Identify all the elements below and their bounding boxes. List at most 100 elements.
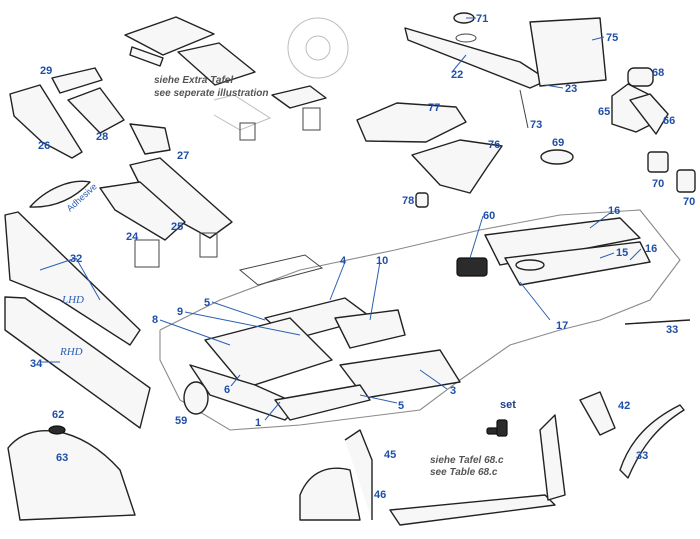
callout-32: 32 <box>70 253 82 265</box>
mat-edge <box>129 46 164 67</box>
callout-33b: 33 <box>636 450 648 462</box>
panel-75 <box>529 17 607 87</box>
wheelhouse-62 <box>7 430 136 521</box>
body-outline <box>159 209 681 431</box>
callout-68: 68 <box>652 67 664 79</box>
trim-33b <box>619 404 685 479</box>
callout-16b: 16 <box>645 243 657 255</box>
callout-65: 65 <box>598 106 610 118</box>
pad-27 <box>129 123 171 155</box>
parcel-shelf-22 <box>404 27 549 89</box>
note-table-en: see Table 68.c <box>430 467 498 478</box>
callout-25: 25 <box>171 221 183 233</box>
callout-15: 15 <box>616 247 628 259</box>
plug-63 <box>48 425 66 435</box>
pad-28 <box>67 87 125 134</box>
callout-27: 27 <box>177 150 189 162</box>
callout-60: 60 <box>483 210 495 222</box>
seal-70b <box>676 169 696 193</box>
seal-70a <box>647 151 669 173</box>
footrest-pad <box>271 85 327 109</box>
center-cover-10 <box>334 309 406 349</box>
callout-3: 3 <box>450 385 456 397</box>
callout-8: 8 <box>152 314 158 326</box>
callout-63: 63 <box>56 452 68 464</box>
callout-45: 45 <box>384 449 396 461</box>
sill-strip <box>389 494 556 526</box>
firewall-rhd-34 <box>4 296 151 429</box>
callout-59: 59 <box>175 415 187 427</box>
callout-24: 24 <box>126 231 139 243</box>
pedal-icon-2 <box>134 239 160 268</box>
mat-lower <box>177 42 256 86</box>
callout-23: 23 <box>565 83 577 95</box>
mat-77 <box>356 102 467 143</box>
car-body-group <box>159 209 691 431</box>
firewall-lhd-32 <box>4 211 141 346</box>
sill-pad-5 <box>274 384 371 421</box>
callout-69: 69 <box>552 137 564 149</box>
callout-42: 42 <box>618 400 630 412</box>
leader-lines <box>39 17 642 421</box>
pad-24 <box>99 181 186 241</box>
note-table-de: siehe Tafel 68.c <box>430 455 504 466</box>
callout-10: 10 <box>376 255 388 267</box>
callout-6: 6 <box>224 384 230 396</box>
rear-parts-group <box>356 12 696 208</box>
callout-28: 28 <box>96 131 108 143</box>
door-seals-group: set siehe Tafel 68.c see Table 68.c <box>299 391 685 526</box>
floor-plug <box>515 259 545 271</box>
tunnel-mat-16 <box>484 217 641 266</box>
front-mats-group: siehe Extra Tafel see seperate illustrat… <box>124 16 349 141</box>
cap-69 <box>540 149 574 165</box>
shifter-icon <box>239 122 256 141</box>
callout-46: 46 <box>374 489 386 501</box>
seal-42 <box>579 391 616 436</box>
callout-76: 76 <box>488 139 500 151</box>
shifter-icon-2 <box>199 232 218 258</box>
seal-45 <box>344 429 373 520</box>
clip-73 <box>519 89 529 129</box>
lhd-label: LHD <box>61 294 84 306</box>
grommet-59 <box>183 381 209 415</box>
mat-ghost <box>213 94 272 131</box>
callout-5a: 5 <box>204 297 210 309</box>
callout-73: 73 <box>530 119 542 131</box>
button-78 <box>415 192 429 208</box>
callout-66: 66 <box>663 115 675 127</box>
callout-numbers: 71 75 22 23 68 65 66 73 77 76 69 70 70 7… <box>30 13 695 501</box>
callout-70b: 70 <box>683 196 695 208</box>
door-seal-46 <box>299 467 361 521</box>
mat-76 <box>411 139 503 194</box>
battery-60 <box>456 257 488 277</box>
callout-78: 78 <box>402 195 414 207</box>
callout-17: 17 <box>556 320 568 332</box>
callout-1: 1 <box>255 417 261 429</box>
callout-33a: 33 <box>666 324 678 336</box>
rhd-label: RHD <box>59 346 83 358</box>
floor-mat-front <box>204 317 333 389</box>
callout-16a: 16 <box>608 205 620 217</box>
screw-set-icon <box>486 419 508 437</box>
callout-9: 9 <box>177 306 183 318</box>
callout-77: 77 <box>428 102 440 114</box>
callout-29: 29 <box>40 65 52 77</box>
grommet-68 <box>627 67 654 87</box>
callout-75: 75 <box>606 32 618 44</box>
callout-62: 62 <box>52 409 64 421</box>
note-extra-de: siehe Extra Tafel <box>154 75 233 86</box>
callout-22: 22 <box>451 69 463 81</box>
callout-5b: 5 <box>398 400 404 412</box>
trim-strip-33a <box>624 319 691 325</box>
adhesive-tool <box>29 180 91 208</box>
set-label: set <box>500 399 516 411</box>
boot-66 <box>629 93 669 135</box>
rear-shelf-mat <box>238 254 324 286</box>
steering-wheel-ghost <box>287 17 349 79</box>
pad-29 <box>51 67 103 94</box>
callout-34: 34 <box>30 358 43 370</box>
callout-4: 4 <box>340 255 347 267</box>
firewall-parts-group: Adhesive LHD RHD <box>4 67 233 521</box>
pedal-icon <box>302 107 321 131</box>
